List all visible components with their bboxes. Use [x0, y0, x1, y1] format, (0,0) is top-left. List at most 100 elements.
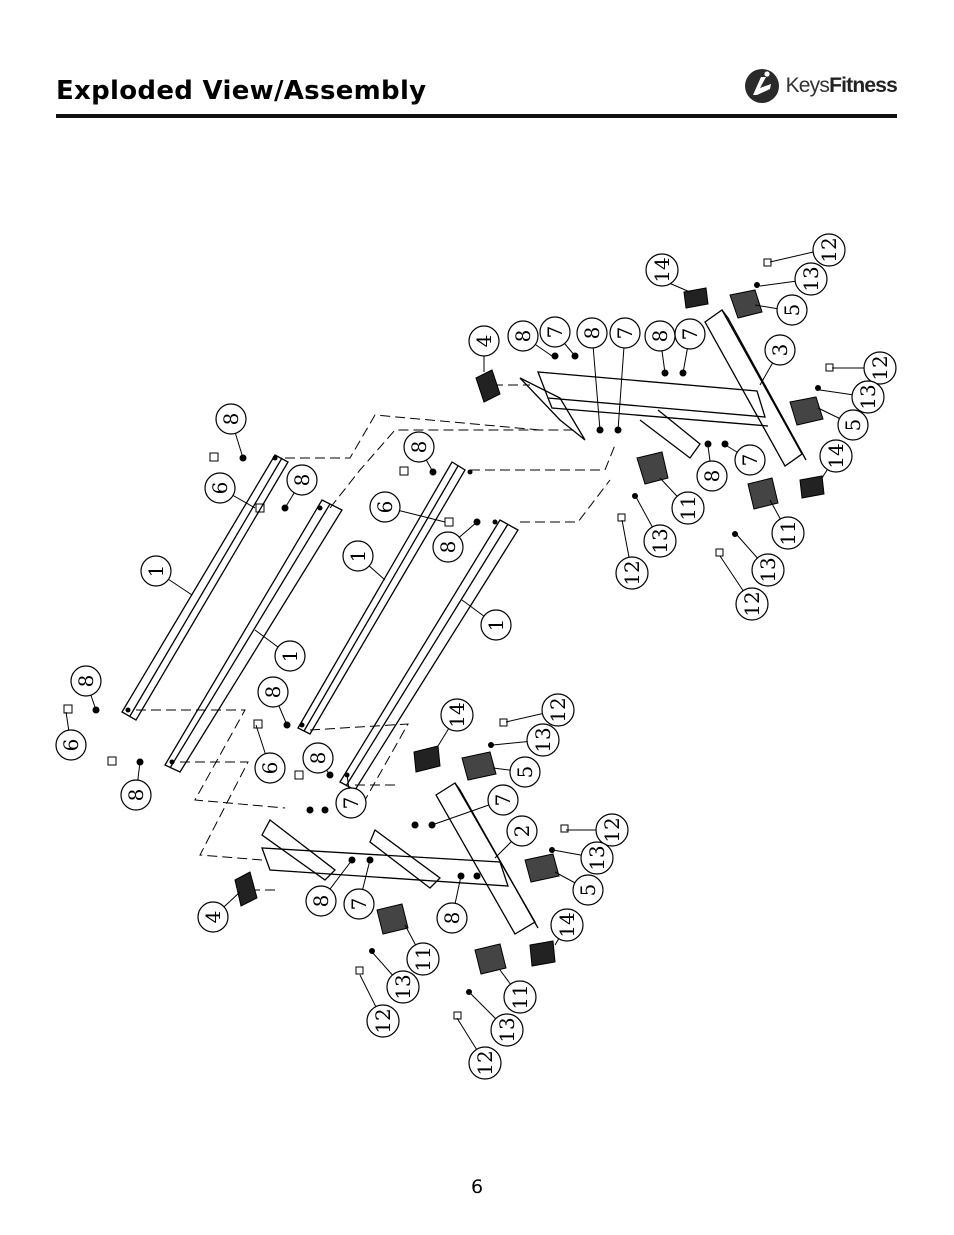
callout-circle: [286, 464, 318, 496]
callout-circle: [615, 556, 649, 590]
callout-8: 8: [403, 431, 435, 463]
callout-label: 6: [258, 762, 282, 775]
callout-circle: [369, 491, 401, 523]
callout-label: 8: [511, 330, 535, 343]
callout-1: 1: [342, 540, 374, 572]
callout-5: 5: [837, 409, 869, 441]
callout-label: 11: [508, 984, 532, 1009]
callout-circle: [609, 317, 641, 349]
callout-13: 13: [643, 524, 677, 558]
callout-circle: [735, 587, 769, 621]
callout-circle: [343, 888, 375, 920]
callout-label: 8: [261, 686, 285, 699]
callout-label: 13: [495, 1017, 519, 1042]
callout-circle: [764, 334, 796, 366]
callout-11: 11: [671, 491, 705, 525]
callout-7: 7: [487, 784, 519, 816]
callout-circle: [140, 555, 172, 587]
callout-circle: [70, 665, 102, 697]
callout-label: 1: [278, 650, 302, 663]
callout-5: 5: [572, 874, 604, 906]
callout-circle: [509, 756, 541, 788]
callout-1: 1: [140, 555, 172, 587]
callout-label: 8: [124, 789, 148, 802]
callout-1: 1: [480, 609, 512, 641]
callout-circle: [406, 942, 440, 976]
callout-13: 13: [851, 380, 885, 414]
callout-circle: [440, 698, 474, 732]
rail-lower-center: [339, 519, 519, 791]
callout-8: 8: [432, 531, 464, 563]
callout-label: 12: [817, 237, 841, 262]
leveling-feet: [376, 289, 824, 975]
callout-label: 13: [648, 528, 672, 553]
callout-circle: [507, 320, 539, 352]
callout-circle: [506, 815, 538, 847]
callout-label: 5: [780, 304, 804, 317]
callout-label: 8: [648, 330, 672, 343]
callout-label: 13: [391, 974, 415, 999]
callout-label: 12: [546, 697, 570, 722]
callout-circle: [674, 318, 706, 350]
rail-upper-center: [297, 461, 466, 735]
callout-circle: [776, 294, 808, 326]
callout-12: 12: [366, 1004, 400, 1038]
callout-label: 11: [411, 946, 435, 971]
callout-label: 8: [407, 441, 431, 454]
callout-label: 8: [290, 474, 314, 487]
callout-circle: [503, 980, 537, 1014]
callout-circle: [837, 409, 869, 441]
callout-circle: [197, 901, 229, 933]
callout-12: 12: [735, 587, 769, 621]
callout-label: 4: [472, 335, 496, 348]
callout-5: 5: [776, 294, 808, 326]
callout-circle: [386, 970, 420, 1004]
callout-label: 1: [346, 550, 370, 563]
callout-label: 6: [373, 501, 397, 514]
callout-8: 8: [507, 320, 539, 352]
callout-7: 7: [609, 317, 641, 349]
callout-12: 12: [615, 556, 649, 590]
callout-circle: [342, 540, 374, 572]
callout-label: 8: [309, 895, 333, 908]
callout-8: 8: [215, 403, 247, 435]
assembly-guide-lines: [136, 384, 616, 891]
callout-label: 12: [740, 591, 764, 616]
callout-5: 5: [509, 756, 541, 788]
callout-circle: [468, 325, 500, 357]
callout-circle: [305, 885, 337, 917]
page-header: Exploded View/Assembly KeysFitness: [56, 69, 898, 120]
callout-label: 14: [555, 912, 579, 937]
callout-13: 13: [526, 723, 560, 757]
callout-circle: [432, 531, 464, 563]
brand-wordmark: KeysFitness: [786, 74, 898, 98]
callout-label: 6: [59, 739, 83, 752]
callout-label: 13: [799, 266, 823, 291]
callout-circle: [794, 262, 828, 296]
callout-circle: [55, 729, 87, 761]
callout-label: 1: [144, 565, 168, 578]
callout-circle: [490, 1013, 524, 1047]
callout-circle: [215, 403, 247, 435]
bolt-heads: [63, 258, 834, 1020]
callout-8: 8: [120, 779, 152, 811]
callout-8: 8: [286, 464, 318, 496]
end-caps: [234, 287, 825, 967]
callout-label: 12: [371, 1008, 395, 1033]
callout-7: 7: [343, 888, 375, 920]
callout-label: 2: [510, 825, 534, 838]
callout-circle: [580, 841, 614, 875]
page-title: Exploded View/Assembly: [56, 76, 427, 106]
callout-12: 12: [541, 693, 575, 727]
callout-circle: [487, 784, 519, 816]
callout-13: 13: [794, 262, 828, 296]
callout-label: 12: [620, 560, 644, 585]
brand-logo: KeysFitness: [744, 64, 898, 108]
callout-circle: [819, 439, 853, 473]
callout-7: 7: [335, 787, 367, 819]
callout-13: 13: [580, 841, 614, 875]
callout-label: 7: [543, 326, 567, 339]
callout-label: 11: [676, 495, 700, 520]
callout-label: 8: [436, 541, 460, 554]
